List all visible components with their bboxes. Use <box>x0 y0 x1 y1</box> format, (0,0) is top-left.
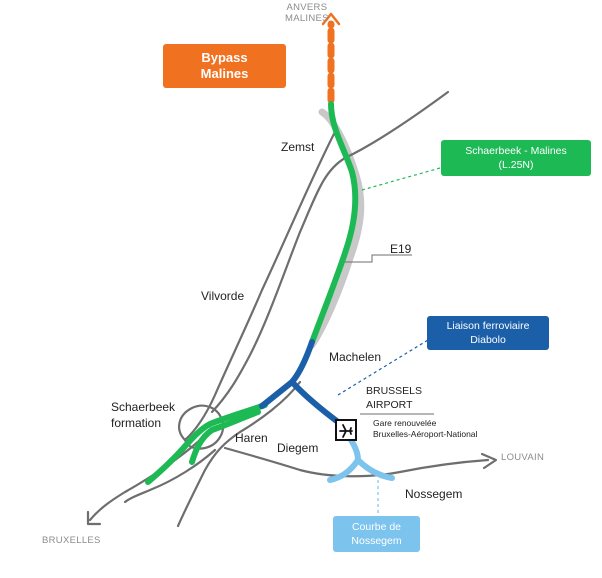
louvain-arrow <box>480 452 498 470</box>
diabolo-box: Liaison ferroviaire Diabolo <box>427 316 549 350</box>
diegem-label: Diegem <box>277 441 319 455</box>
gare-label: Gare renouvelée Bruxelles-Aéroport-Natio… <box>373 418 478 440</box>
bypass-malines-line <box>321 12 341 104</box>
machelen-label: Machelen <box>329 350 382 364</box>
l25n-line <box>145 101 359 485</box>
anvers-malines-label: ANVERS MALINES <box>285 2 329 25</box>
diabolo-line <box>259 339 341 425</box>
zemst-label: Zemst <box>281 140 315 154</box>
direction-arrows <box>86 452 498 526</box>
bruxelles-label: BRUXELLES <box>42 535 101 546</box>
e19-label: E19 <box>390 242 412 256</box>
schaerbeek-formation-label: Schaerbeek formation <box>111 400 176 430</box>
louvain-label: LOUVAIN <box>501 452 545 463</box>
existing-rail-lines <box>88 90 490 528</box>
brussels-airport-label: BRUSSELS AIRPORT <box>366 385 423 411</box>
nossegem-curve-box: Courbe de Nossegem <box>333 516 420 552</box>
label-leaders <box>345 254 434 415</box>
vilvorde-label: Vilvorde <box>201 289 245 303</box>
bruxelles-arrow <box>86 510 102 526</box>
leader-lines <box>337 167 441 516</box>
airplane-icon <box>335 419 357 441</box>
bypass-malines-box: Bypass Malines <box>163 44 286 88</box>
l25n-box: Schaerbeek - Malines (L.25N) <box>441 140 591 176</box>
nossegem-label: Nossegem <box>405 487 463 501</box>
haren-label: Haren <box>235 431 268 445</box>
anvers-arrow <box>321 12 341 26</box>
